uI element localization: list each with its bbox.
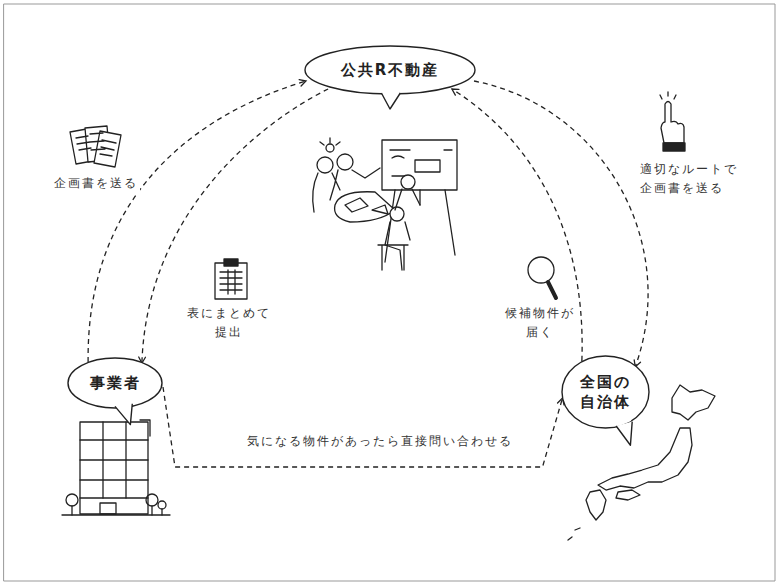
bubble-tail <box>115 404 132 425</box>
edge-label: 企画書を送る <box>52 174 140 193</box>
speech-bubble: 全国の 自治体 <box>561 355 650 429</box>
building-illustration <box>62 420 170 515</box>
bubble-ellipse <box>305 46 475 94</box>
meeting-illustration <box>313 138 457 270</box>
bubble-text: 公共R不動産 <box>341 60 440 80</box>
finger-icon <box>660 92 685 151</box>
bubble-ellipse <box>68 358 162 408</box>
speech-bubble: 事業者 <box>67 357 163 409</box>
bubble-tail-gap <box>383 90 399 93</box>
connector-line <box>142 89 328 363</box>
bubble-tail-gap <box>617 420 630 424</box>
magnifier-icon <box>528 257 556 298</box>
bubble-ellipse <box>562 356 649 428</box>
bubble-text: 事業者 <box>90 373 141 393</box>
dashed-connector <box>163 387 564 467</box>
bubble-text: 全国の 自治体 <box>580 372 631 413</box>
documents-icon <box>70 126 121 167</box>
speech-bubble: 公共R不動産 <box>304 45 476 95</box>
dashed-connector <box>88 80 306 363</box>
bubble-tail-gap <box>117 402 131 405</box>
edge-label: 表にまとめて 提出 <box>185 304 273 342</box>
edge-label: 候補物件が 届く <box>503 304 577 342</box>
edge-label: 気になる物件があったら直接問い合わせる <box>245 432 515 451</box>
arrow-head <box>452 89 459 95</box>
edge-label: 適切なルートで 企画書を送る <box>638 160 740 198</box>
bubble-outline <box>561 355 650 429</box>
arrow-head <box>299 80 306 86</box>
frame <box>4 4 775 581</box>
dashed-connector <box>139 89 328 363</box>
dashed-connector <box>452 89 582 361</box>
clipboard-icon <box>215 259 247 299</box>
connector-line <box>452 89 582 361</box>
connector-line <box>163 387 563 467</box>
bubble-tail <box>381 93 400 109</box>
